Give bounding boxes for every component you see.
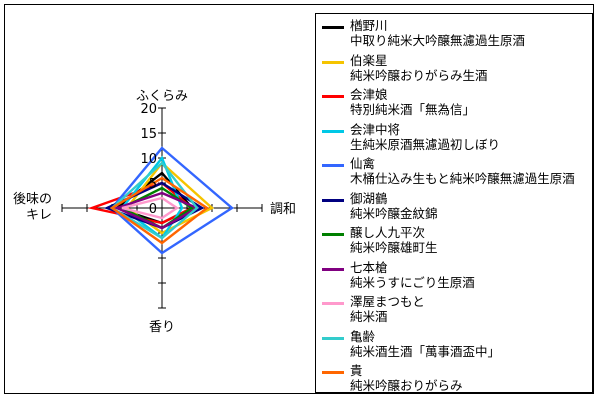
legend-swatch (322, 198, 344, 202)
legend-series-sub: 純米吟醸雄町生 (350, 240, 438, 255)
legend-item: 仙禽木桶仕込み生もと純米吟醸無濾過生原酒 (322, 156, 592, 191)
legend-series-name: 会津娘 (350, 87, 388, 102)
axis-label: ふくらみ (136, 89, 188, 104)
legend-series-sub: 純米うすにごり生原酒 (350, 274, 475, 290)
legend-swatch (322, 26, 344, 29)
legend-swatch (322, 95, 344, 98)
r-tick-label: 5 (149, 177, 157, 192)
legend-text: 御湖鶴純米吟醸金紋錦 (350, 191, 438, 221)
legend-text: 仙禽木桶仕込み生もと純米吟醸無濾過生原酒 (350, 156, 575, 186)
legend: 楢野川中取り純米大吟醸無濾過生原酒伯楽星純米吟醸おりがらみ生酒会津娘特別純米酒「… (315, 13, 593, 393)
legend-series-name: 醸し人九平次 (350, 225, 426, 240)
series-polygon-8 (121, 196, 180, 220)
series-polygon-4 (110, 146, 235, 255)
axis-label: 香り (149, 320, 175, 335)
legend-series-sub: 特別純米酒「無為信」 (350, 102, 476, 117)
legend-item: 楢野川中取り純米大吟醸無濾過生原酒 (322, 18, 592, 53)
axis-label: 調和 (270, 202, 296, 217)
legend-swatch (322, 129, 344, 133)
legend-text: 七本槍純米うすにごり生原酒 (350, 260, 475, 290)
legend-series-name: 亀齢 (350, 328, 376, 344)
legend-text: 亀齢純米酒生酒「萬事酒盃中」 (350, 329, 500, 359)
legend-item: 貴純米吟醸おりがらみ (322, 363, 592, 398)
legend-series-name: 会津中将 (350, 121, 401, 137)
legend-item: 会津娘特別純米酒「無為信」 (322, 87, 592, 122)
legend-item: 伯楽星純米吟醸おりがらみ生酒 (322, 53, 592, 88)
legend-swatch (322, 60, 344, 64)
series-polygon-2 (87, 181, 195, 225)
legend-item: 七本槍純米うすにごり生原酒 (322, 260, 592, 295)
legend-item: 御湖鶴純米吟醸金紋錦 (322, 191, 592, 226)
legend-swatch (322, 233, 344, 236)
legend-series-name: 伯楽星 (350, 52, 388, 68)
legend-item: 亀齢純米酒生酒「萬事酒盃中」 (322, 329, 592, 364)
legend-text: 澤屋まつもと純米酒 (350, 294, 425, 324)
series-polygon-10 (109, 176, 210, 245)
r-tick-label: 10 (140, 152, 157, 167)
series-polygon-7 (113, 191, 200, 230)
legend-swatch (322, 267, 344, 271)
legend-text: 伯楽星純米吟醸おりがらみ生酒 (350, 53, 488, 83)
legend-text: 楢野川中取り純米大吟醸無濾過生原酒 (350, 18, 525, 48)
legend-item: 醸し人九平次純米吟醸雄町生 (322, 225, 592, 260)
legend-series-name: 澤屋まつもと (350, 294, 425, 309)
legend-swatch (322, 371, 344, 374)
legend-series-name: 貴 (350, 363, 363, 378)
legend-item: 澤屋まつもと純米酒 (322, 294, 592, 329)
legend-series-name: 楢野川 (350, 18, 388, 33)
axis-label: キレ (26, 208, 52, 223)
legend-series-name: 仙禽 (350, 156, 376, 171)
legend-series-sub: 純米酒生酒「萬事酒盃中」 (350, 343, 501, 359)
legend-series-name: 御湖鶴 (350, 190, 388, 206)
axis-label: 後味の (13, 192, 52, 207)
legend-item: 会津中将生純米原酒無濾過初しぼり (322, 122, 592, 157)
legend-series-sub: 純米吟醸おりがらみ生酒 (350, 67, 488, 83)
legend-text: 醸し人九平次純米吟醸雄町生 (350, 225, 438, 255)
legend-series-sub: 純米吟醸おりがらみ (350, 378, 463, 393)
legend-series-sub: 生純米原酒無濾過初しぼり (350, 136, 501, 152)
legend-swatch (322, 336, 344, 340)
r-tick-label: 0 (149, 202, 157, 217)
legend-series-sub: 純米酒 (350, 309, 388, 324)
legend-text: 会津娘特別純米酒「無為信」 (350, 87, 475, 117)
legend-text: 会津中将生純米原酒無濾過初しぼり (350, 122, 500, 152)
legend-text: 貴純米吟醸おりがらみ (350, 363, 463, 393)
r-tick-label: 20 (140, 102, 157, 117)
legend-swatch (322, 164, 344, 167)
r-tick-label: 15 (140, 127, 157, 142)
legend-series-sub: 木桶仕込み生もと純米吟醸無濾過生原酒 (350, 171, 575, 186)
legend-series-sub: 中取り純米大吟醸無濾過生原酒 (350, 33, 526, 48)
legend-series-name: 七本槍 (350, 259, 388, 275)
legend-series-sub: 純米吟醸金紋錦 (350, 205, 438, 221)
legend-swatch (322, 302, 344, 305)
